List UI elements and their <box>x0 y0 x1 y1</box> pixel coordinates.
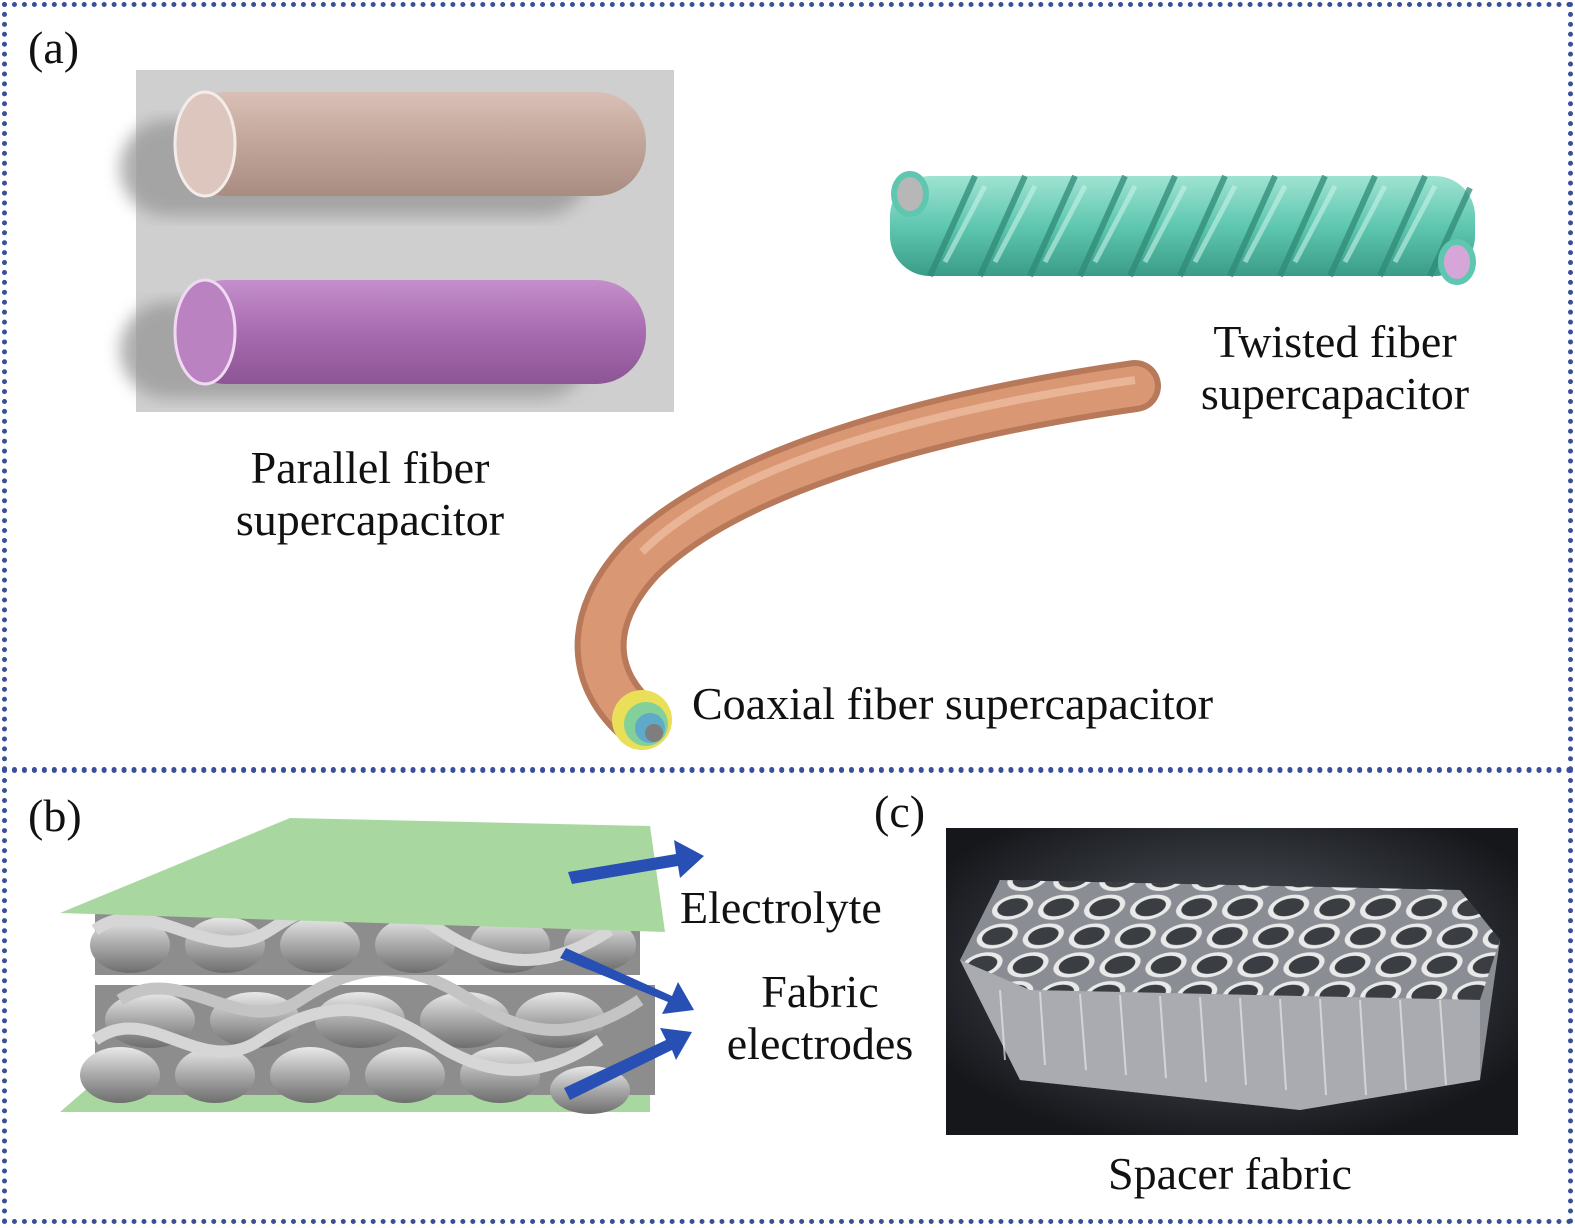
parallel-fiber-label-line2: supercapacitor <box>235 493 505 545</box>
parallel-fiber-label-line1: Parallel fiber <box>250 442 490 493</box>
arrow-icon-lower-electrode <box>564 1028 692 1100</box>
fabric-electrode-stack <box>60 818 665 1114</box>
arrow-icon-electrolyte <box>568 840 704 884</box>
panel-b-tag: (b) <box>28 790 82 841</box>
twisted-fiber-label-line2: supercapacitor <box>1200 367 1470 419</box>
fabric-electrodes-label-line1: Fabric <box>761 966 879 1017</box>
panel-bc <box>2 768 1573 1224</box>
parallel-fiber-illustration <box>120 70 674 412</box>
fabric-electrodes-label-line2: electrodes <box>726 1017 914 1069</box>
coaxial-fiber-illustration <box>574 360 1161 750</box>
electrolyte-label: Electrolyte <box>680 882 882 933</box>
coaxial-fiber-label: Coaxial fiber supercapacitor <box>692 678 1214 729</box>
spacer-fabric-caption: Spacer fabric <box>1108 1148 1352 1199</box>
twisted-fiber-label-line1: Twisted fiber <box>1213 316 1457 367</box>
panel-c-tag: (c) <box>874 786 926 837</box>
twisted-fiber-illustration <box>890 171 1476 285</box>
arrow-icon-upper-electrode <box>560 948 694 1014</box>
spacer-fabric-photo <box>946 828 1518 1135</box>
arrow-icons <box>560 840 704 1100</box>
twisted-fiber-label: Twisted fiber supercapacitor <box>1140 316 1530 419</box>
parallel-fiber-label: Parallel fiber supercapacitor <box>160 442 580 545</box>
fabric-electrodes-label: Fabric electrodes <box>690 966 950 1069</box>
panel-a-tag: (a) <box>28 22 80 73</box>
